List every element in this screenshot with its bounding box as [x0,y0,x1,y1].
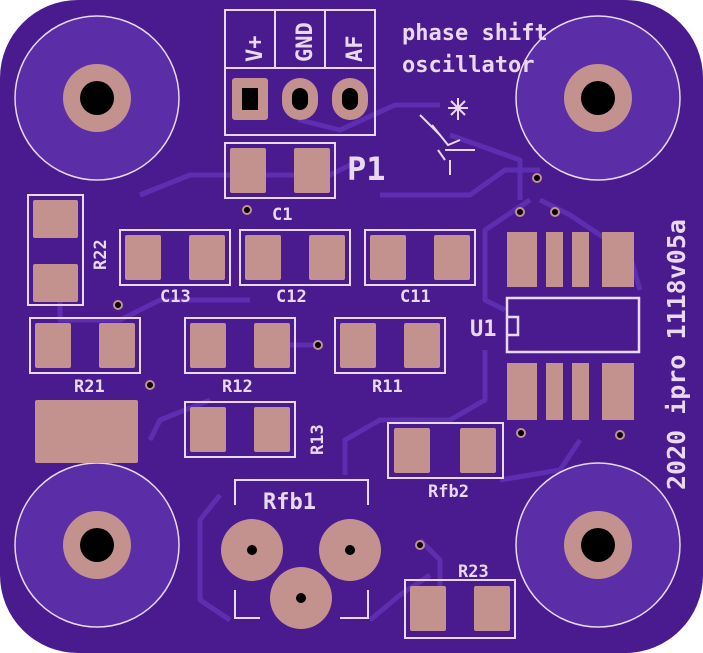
capacitor-c12: C12 [239,229,351,307]
resistor-r13: R13 [184,401,328,458]
connector-pin-label-gnd: GND [293,22,318,62]
mounting-hole-bottom-left [14,462,180,628]
capacitor-c1: C1 [224,142,336,225]
label-r22: R22 [91,239,111,270]
label-r13: R13 [308,424,328,455]
label-r12: R12 [222,377,253,397]
trimmer-rfb1: Rfb1 [221,479,381,629]
capacitor-c13: C13 [119,229,231,307]
label-c11: C11 [400,287,431,307]
vias [113,173,625,550]
label-rfb2: Rfb2 [428,482,469,502]
resistor-r22: R22 [27,194,111,306]
label-u1: U1 [470,317,497,342]
resistor-r21: R21 [29,317,141,397]
connector-p1: V+ GND AF P1 [224,9,386,188]
resistor-rfb2: Rfb2 [387,422,504,502]
label-c12: C12 [276,287,307,307]
connector-designator: P1 [347,150,386,188]
board-title-line1: phase shift [402,21,548,46]
connector-pin-label-vplus: V+ [243,36,268,63]
label-r11: R11 [372,377,403,397]
label-c1: C1 [272,205,292,225]
board-title-line2: oscillator [402,53,534,78]
mounting-hole-top-left [14,15,180,181]
capacitor-c11: C11 [364,229,476,307]
logo-mark-icon [419,98,475,175]
label-r21: R21 [74,377,105,397]
mounting-hole-top-right [515,15,681,181]
label-rfb1: Rfb1 [263,490,316,515]
connector-pin-label-af: AF [343,36,368,63]
ic-u1: U1 [470,232,641,420]
power-pad [35,400,138,463]
label-c13: C13 [160,287,191,307]
label-r23: R23 [458,562,489,582]
board-revision: 2020 ipro 1118v05a [662,219,691,490]
resistor-r23: R23 [404,562,516,639]
mounting-hole-bottom-right [515,462,681,628]
resistor-r12: R12 [184,317,296,397]
resistor-r11: R11 [334,317,446,397]
